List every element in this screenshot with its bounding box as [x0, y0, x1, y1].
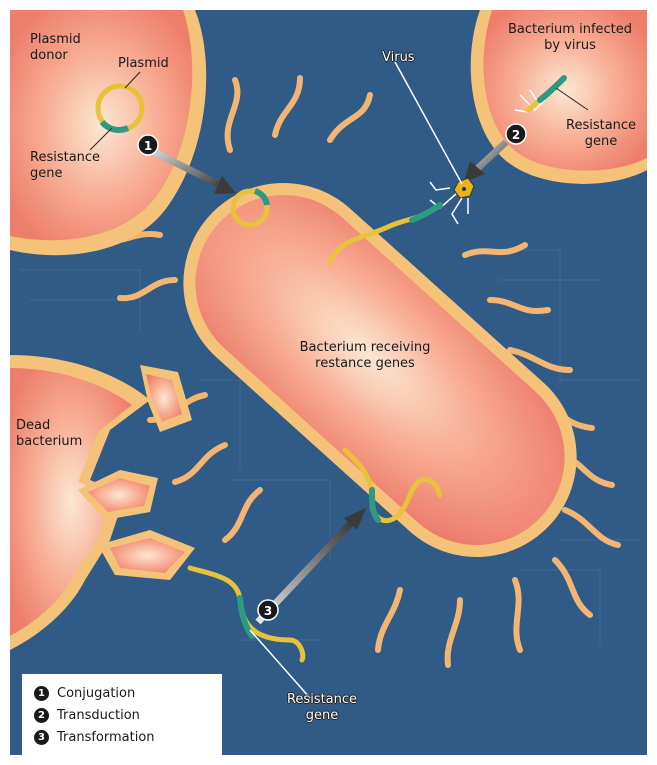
label-bacterium-receiving: Bacterium receiving restance genes	[285, 340, 445, 372]
marker-3: 3	[258, 600, 278, 620]
label-virus: Virus	[382, 50, 415, 66]
legend-label-transduction: Transduction	[57, 708, 140, 723]
legend-marker-1: 1	[34, 686, 49, 701]
legend-marker-2: 2	[34, 708, 49, 723]
legend-label-conjugation: Conjugation	[57, 686, 135, 701]
label-plasmid-donor: Plasmid donor	[30, 32, 81, 64]
legend-item-transduction: 2 Transduction	[34, 704, 222, 726]
legend: 1 Conjugation 2 Transduction 3 Transform…	[22, 674, 222, 756]
legend-label-transformation: Transformation	[57, 730, 155, 745]
marker-2: 2	[506, 124, 526, 144]
label-resistance-gene-2: Resistance gene	[566, 118, 636, 150]
label-resistance-gene-1: Resistance gene	[30, 150, 100, 182]
label-dead-bacterium: Dead bacterium	[16, 418, 82, 450]
marker-1: 1	[138, 135, 158, 155]
label-plasmid: Plasmid	[118, 56, 169, 72]
svg-text:1: 1	[144, 139, 152, 153]
legend-marker-3: 3	[34, 730, 49, 745]
svg-text:3: 3	[264, 604, 272, 618]
legend-item-transformation: 3 Transformation	[34, 726, 222, 748]
legend-item-conjugation: 1 Conjugation	[34, 682, 222, 704]
label-bacterium-infected: Bacterium infected by virus	[500, 22, 640, 54]
label-resistance-gene-3: Resistance gene	[272, 692, 372, 724]
svg-text:2: 2	[512, 128, 520, 142]
